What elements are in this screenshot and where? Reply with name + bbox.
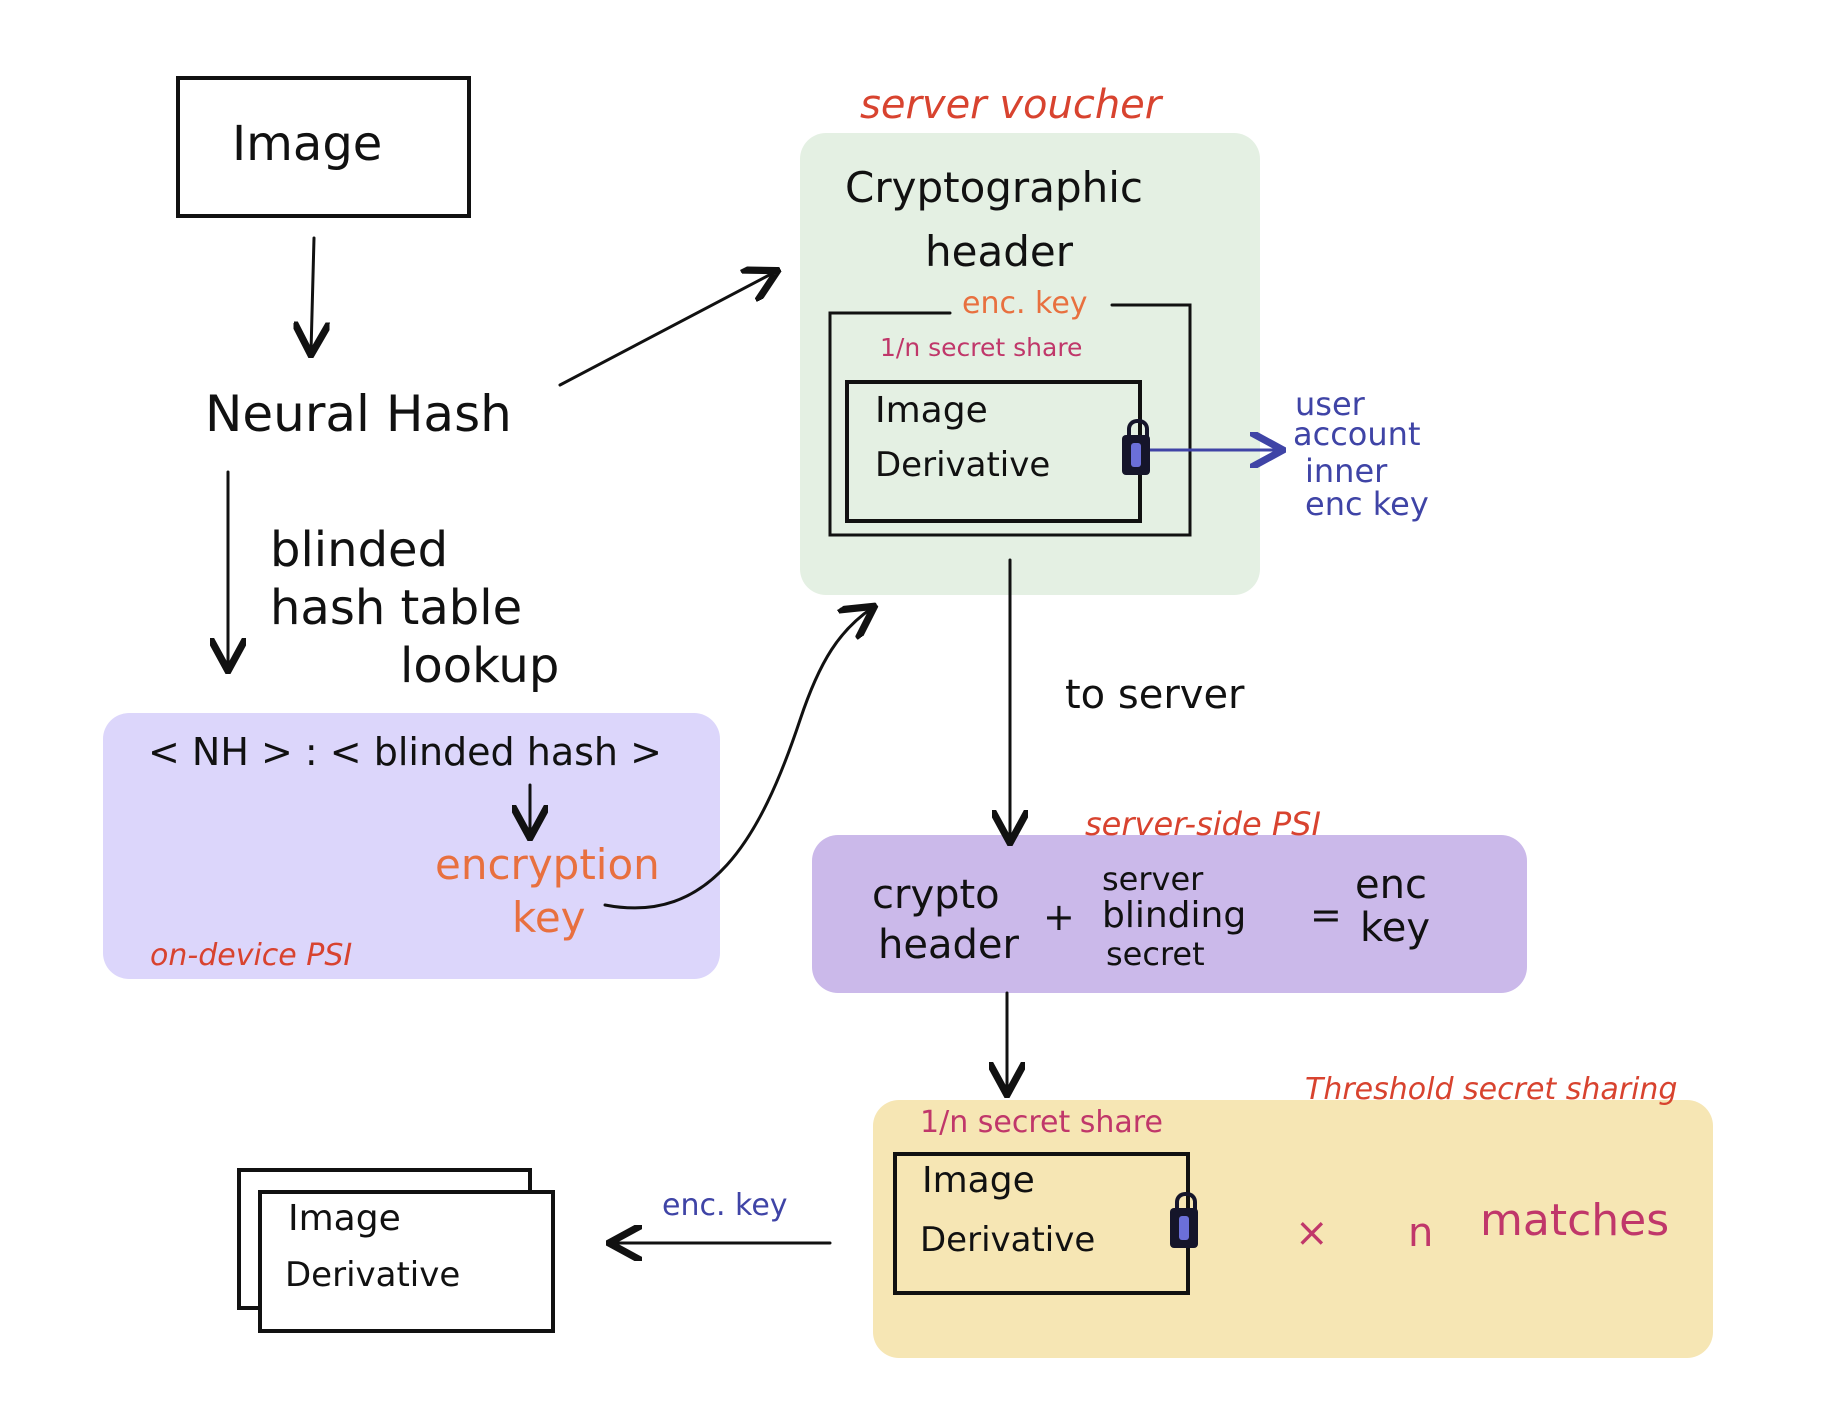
nh-mapping: < NH > : < blinded hash > (148, 730, 662, 774)
output-front-box (258, 1190, 555, 1333)
encryption-key-line2: key (512, 893, 586, 942)
threshold-secret-share: 1/n secret share (920, 1105, 1163, 1140)
blinding-line1: server (1102, 860, 1204, 898)
image-box (176, 76, 471, 218)
voucher-lock-icon (1122, 419, 1150, 475)
threshold-tag: Threshold secret sharing (1305, 1072, 1678, 1107)
plus-sign: + (1043, 895, 1075, 939)
server-side-psi-panel (812, 835, 1527, 993)
times-sign: × (1295, 1210, 1329, 1256)
threshold-inner-line2: Derivative (920, 1220, 1096, 1260)
enckey-to-voucher-curve (603, 608, 872, 910)
on-device-psi-tag: on-device PSI (150, 938, 353, 973)
lookup-line1: blinded (270, 522, 449, 578)
user-key-line2: account (1293, 415, 1421, 453)
user-key-line4: enc key (1305, 485, 1429, 523)
output-enc-key-label: enc. key (662, 1188, 788, 1223)
to-server-label: to server (1065, 672, 1245, 718)
lookup-line3: lookup (400, 638, 560, 694)
server-voucher-panel (800, 133, 1260, 595)
image-box-label: Image (232, 116, 383, 172)
voucher-outer-box (828, 303, 1192, 537)
threshold-panel (873, 1100, 1713, 1358)
neural-hash-label: Neural Hash (205, 385, 512, 443)
server-voucher-tag: server voucher (860, 82, 1162, 128)
encryption-key-line1: encryption (435, 840, 660, 889)
threshold-inner-line1: Image (922, 1160, 1035, 1201)
crypto-header-line2: header (925, 227, 1073, 276)
server-side-psi-tag: server-side PSI (1085, 805, 1321, 843)
crypto-header-term-line2: header (878, 922, 1019, 968)
blinding-line3: secret (1106, 935, 1205, 973)
blinding-line2: blinding (1102, 895, 1247, 936)
result-enc-line2: key (1360, 905, 1431, 951)
voucher-inner-line2: Derivative (875, 445, 1051, 485)
equals-sign: = (1310, 893, 1342, 937)
voucher-enc-key: enc. key (962, 286, 1088, 321)
on-device-psi-panel (103, 713, 720, 979)
image-to-hash-arrow (311, 236, 314, 352)
user-key-line3: inner (1305, 452, 1388, 490)
crypto-header-line1: Cryptographic (845, 163, 1143, 212)
result-enc-line1: enc (1355, 862, 1427, 908)
threshold-lock-icon (1170, 1192, 1198, 1248)
n-label: n (1408, 1210, 1434, 1256)
user-key-line1: user (1295, 385, 1365, 423)
hash-to-voucher-arrow (558, 272, 775, 387)
crypto-header-term-line1: crypto (872, 872, 1000, 918)
output-line1: Image (288, 1198, 401, 1239)
lookup-line2: hash table (270, 580, 523, 636)
voucher-inner-line1: Image (875, 390, 988, 431)
matches-label: matches (1480, 1195, 1670, 1246)
output-line2: Derivative (285, 1255, 461, 1295)
voucher-secret-share: 1/n secret share (880, 333, 1083, 362)
